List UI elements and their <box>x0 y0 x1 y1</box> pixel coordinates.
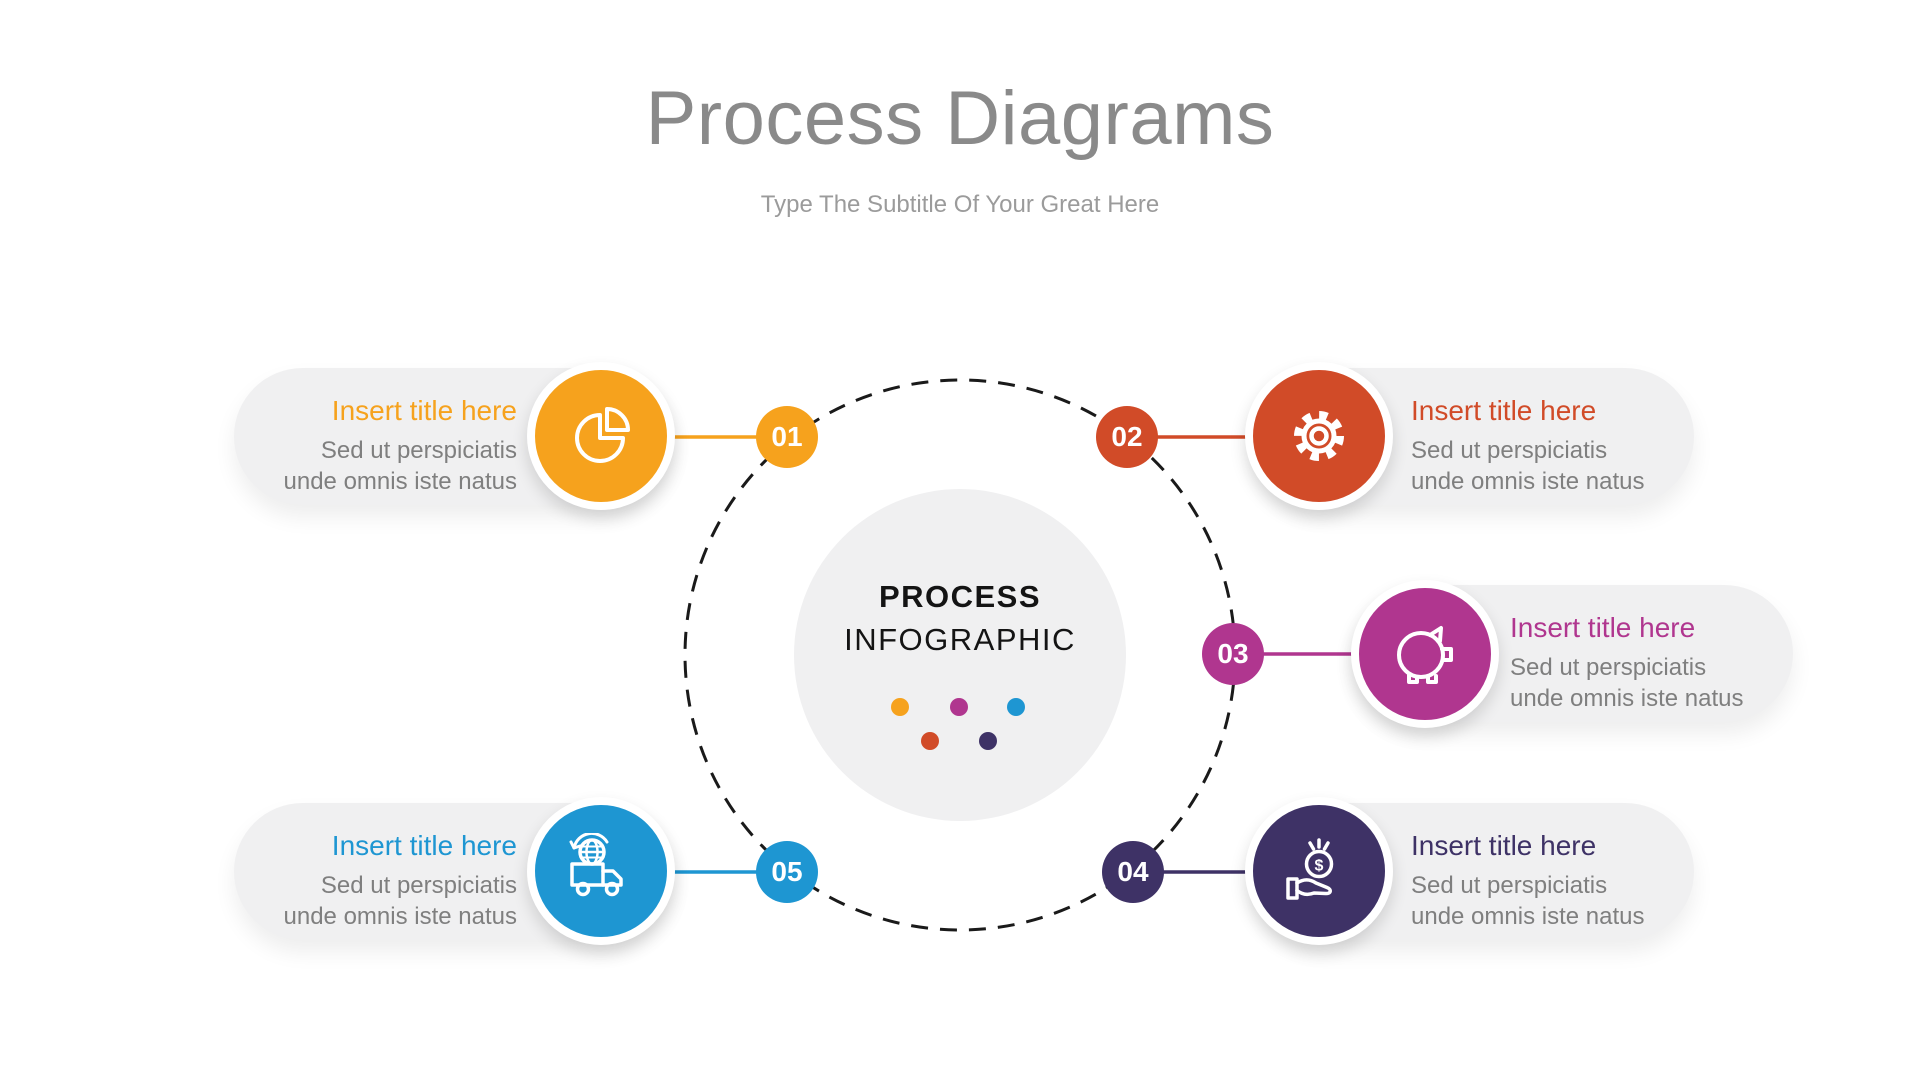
step-title: Insert title here <box>1510 612 1696 643</box>
center-title-line2: INFOGRAPHIC <box>844 622 1076 657</box>
step-description: Sed ut perspiciatis unde omnis iste natu… <box>1411 435 1654 497</box>
step-description-line2: unde omnis iste natus <box>1411 468 1645 495</box>
decor-dot-orange <box>891 698 909 716</box>
dollar-glyph: $ <box>1315 858 1324 875</box>
piggy-bank-icon <box>1351 580 1499 728</box>
step-number-badge-03: 03 <box>1202 623 1264 685</box>
step-description-line1: Sed ut perspiciatis <box>320 872 517 899</box>
step-description: Sed ut perspiciatis unde omnis iste natu… <box>1411 870 1654 932</box>
center-title: PROCESS INFOGRAPHIC <box>794 577 1126 663</box>
step-number-badge-01: 01 <box>756 406 818 468</box>
page-subtitle: Type The Subtitle Of Your Great Here <box>760 191 1160 218</box>
step-number-badge-02: 02 <box>1096 406 1158 468</box>
step-description-line1: Sed ut perspiciatis <box>320 437 517 464</box>
step-description-line1: Sed ut perspiciatis <box>1411 437 1608 464</box>
center-title-line1: PROCESS <box>878 579 1042 614</box>
decor-dot-purple <box>979 732 997 750</box>
step-title: Insert title here <box>1411 830 1597 861</box>
page-title: Process Diagrams <box>645 76 1275 161</box>
step-number-badge-05: 05 <box>756 841 818 903</box>
step-description-line2: unde omnis iste natus <box>283 468 517 495</box>
step-description-line2: unde omnis iste natus <box>1510 685 1744 712</box>
step-description: Sed ut perspiciatis unde omnis iste natu… <box>1510 652 1753 714</box>
pie-chart-icon <box>527 362 675 510</box>
step-title: Insert title here <box>331 395 517 426</box>
step-number-badge-04: 04 <box>1102 841 1164 903</box>
step-description-line1: Sed ut perspiciatis <box>1411 872 1608 899</box>
gear-icon <box>1245 362 1393 510</box>
center-circle: PROCESS INFOGRAPHIC <box>794 489 1126 821</box>
step-card-01: Insert title here Sed ut perspiciatis un… <box>234 368 672 505</box>
step-description: Sed ut perspiciatis unde omnis iste natu… <box>274 435 517 497</box>
decor-dot-blue <box>1007 698 1025 716</box>
decor-dot-magenta <box>950 698 968 716</box>
step-description-line2: unde omnis iste natus <box>1411 903 1645 930</box>
step-description-line2: unde omnis iste natus <box>283 903 517 930</box>
decor-dot-red <box>921 732 939 750</box>
step-description-line1: Sed ut perspiciatis <box>1510 654 1707 681</box>
money-hand-icon: $ <box>1245 797 1393 945</box>
delivery-truck-icon <box>527 797 675 945</box>
step-title: Insert title here <box>1411 395 1597 426</box>
step-description: Sed ut perspiciatis unde omnis iste natu… <box>274 870 517 932</box>
step-title: Insert title here <box>331 830 517 861</box>
